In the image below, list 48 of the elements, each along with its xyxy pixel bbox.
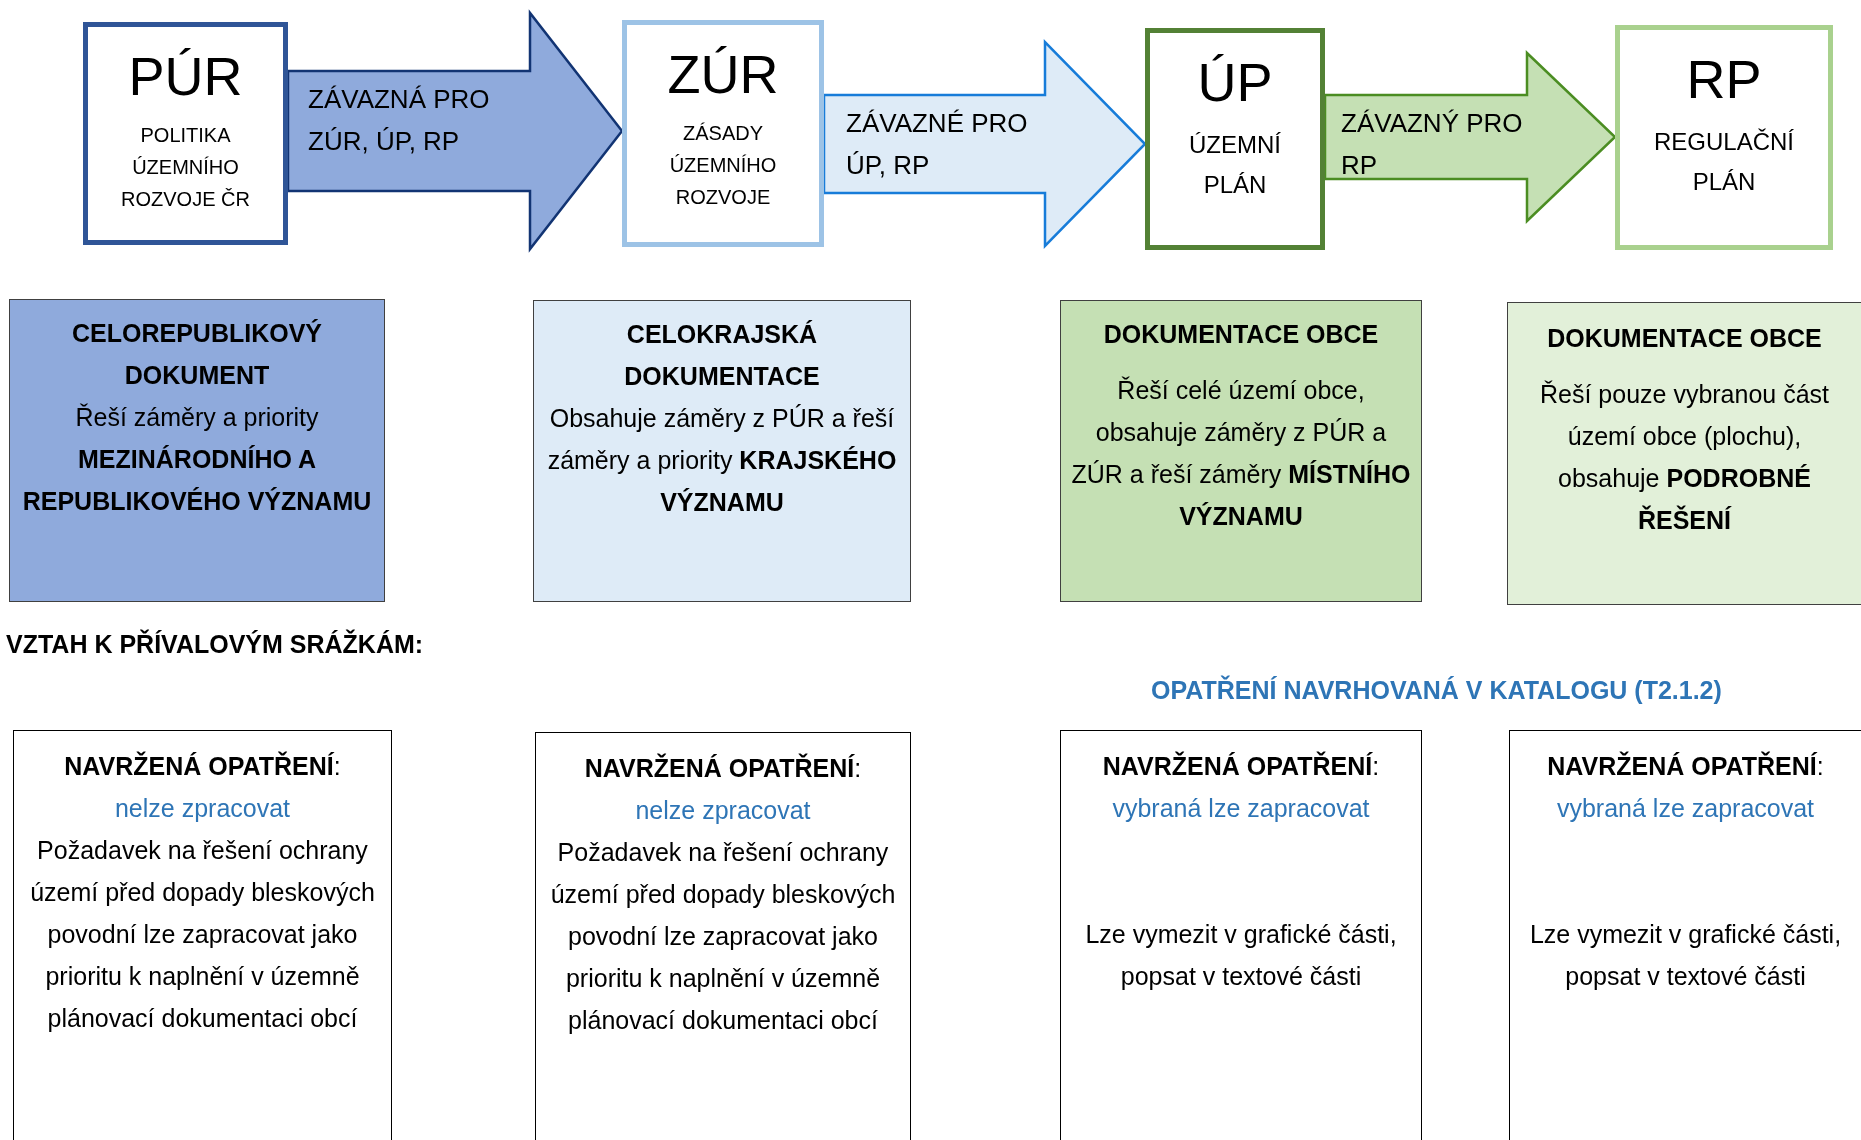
description-heading: CELOKRAJSKÁ DOKUMENTACE (623, 319, 821, 392)
plan-box (1145, 28, 1325, 250)
edge-label: ZÁVAZNÁ PRO ZÚR, ÚP, RP (308, 83, 491, 158)
measures-box (535, 732, 911, 1140)
measures-box (13, 730, 392, 1140)
measures-status: nelze zpracovat (113, 793, 292, 824)
description-box (9, 299, 385, 602)
plan-abbreviation: ZÚR (666, 43, 780, 106)
measures-status: vybraná lze zapracovat (1555, 793, 1816, 824)
measures-box (1060, 730, 1422, 1140)
measures-heading: NAVRŽENÁ OPATŘENÍ: (583, 752, 863, 784)
description-heading: DOKUMENTACE OBCE (1102, 319, 1380, 350)
block-arrow (822, 38, 1147, 250)
description-heading: DOKUMENTACE OBCE (1546, 323, 1823, 354)
edge-label: ZÁVAZNÉ PRO ÚP, RP (846, 107, 1029, 182)
plan-name: POLITIKA ÚZEMNÍHO ROZVOJE ČR (120, 123, 251, 213)
plan-box (622, 20, 824, 247)
measures-heading: NAVRŽENÁ OPATŘENÍ: (63, 750, 342, 782)
plan-name: ZÁSADY ÚZEMNÍHO ROZVOJE (668, 121, 778, 211)
description-box (1060, 300, 1422, 602)
measures-text: Požadavek na řešení ochrany území před dopady bleskových povodní lze zapracovat jako prioritu k naplnění v územně plánovací dokumentaci obcí (29, 835, 376, 1034)
plan-abbreviation: ÚP (1196, 51, 1274, 114)
description-text: Obsahuje záměry z PÚR a řeší záměry a priority KRAJSKÉHO VÝZNAMU (546, 403, 898, 518)
measures-text: Lze vymezit v grafické části, popsat v textové části (1528, 919, 1843, 992)
measures-heading: NAVRŽENÁ OPATŘENÍ: (1101, 750, 1381, 782)
plan-name: REGULAČNÍ PLÁN (1653, 127, 1795, 197)
block-arrow (286, 9, 624, 253)
plan-abbreviation: RP (1685, 48, 1763, 111)
measures-box (1509, 730, 1861, 1140)
measures-status: vybraná lze zapracovat (1111, 793, 1371, 824)
description-box (1507, 302, 1861, 605)
measures-text: Lze vymezit v grafické části, popsat v textové části (1084, 919, 1398, 992)
description-text: Řeší záměry a priority MEZINÁRODNÍHO A REPUBLIKOVÉHO VÝZNAMU (21, 402, 373, 517)
plan-box (1615, 25, 1833, 250)
plan-name: ÚZEMNÍ PLÁN (1188, 130, 1282, 200)
plan-abbreviation: PÚR (127, 45, 244, 108)
description-text: Řeší pouze vybranou část území obce (plochu), obsahuje PODROBNÉ ŘEŠENÍ (1538, 379, 1831, 536)
description-box (533, 300, 911, 602)
edge-label: ZÁVAZNÝ PRO RP (1341, 107, 1524, 182)
description-text: Řeší celé území obce, obsahuje záměry z PÚR a ZÚR a řeší záměry MÍSTNÍHO VÝZNAMU (1071, 375, 1411, 532)
section-heading: VZTAH K PŘÍVALOVÝM SRÁŽKÁM: (6, 630, 424, 659)
description-heading: CELOREPUBLIKOVÝ DOKUMENT (71, 318, 323, 391)
measures-heading: NAVRŽENÁ OPATŘENÍ: (1546, 750, 1825, 782)
block-arrow (1323, 50, 1617, 224)
catalog-heading: OPATŘENÍ NAVRHOVANÁ V KATALOGU (T2.1.2) (1151, 676, 1722, 705)
measures-status: nelze zpracovat (634, 795, 812, 826)
measures-text: Požadavek na řešení ochrany území před dopady bleskových povodní lze zapracovat jako prioritu k naplnění v územně plánovací dokumentaci obcí (549, 837, 897, 1036)
plan-box (83, 22, 288, 245)
